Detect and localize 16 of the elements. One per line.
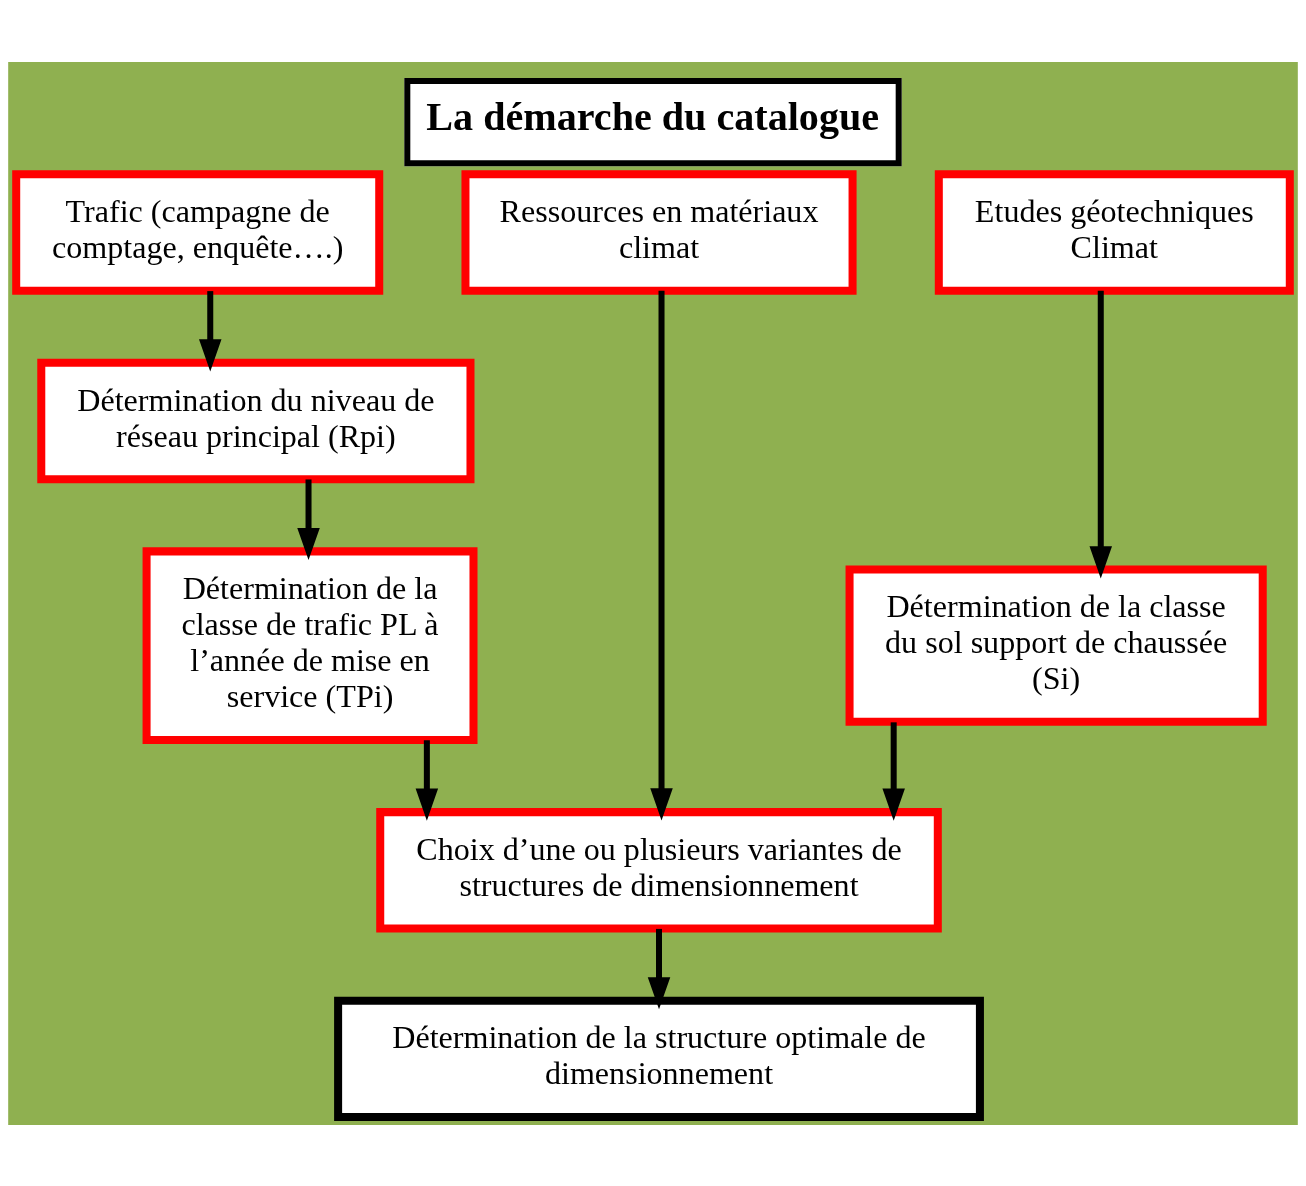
node-box: Trafic (campagne de comptage, enquête….) [12, 169, 384, 295]
arrow [297, 478, 320, 560]
node-box: Détermination du niveau de réseau principal (Rpi) [37, 358, 475, 483]
node-box: Ressources en matériaux climat [461, 169, 857, 295]
arrow [650, 290, 673, 821]
node-box: Détermination de la classe de trafic PL à l’année de mise en service (TPi) [142, 546, 478, 744]
diagram-title: La démarche du catalogue [426, 93, 880, 139]
node-box: Détermination de la structure optimale de dimensionnement [334, 996, 984, 1121]
arrow [647, 928, 671, 1009]
node-box: Détermination de la classe du sol support de chaussée (Si) [845, 564, 1267, 726]
node-box: Etudes géotechniques Climat [934, 169, 1294, 295]
arrow [1089, 290, 1113, 578]
arrow [199, 290, 222, 372]
node-box: Choix d’une ou plusieurs variantes de structures de dimensionnement [376, 807, 942, 932]
arrow [415, 739, 439, 821]
arrow [882, 721, 905, 821]
